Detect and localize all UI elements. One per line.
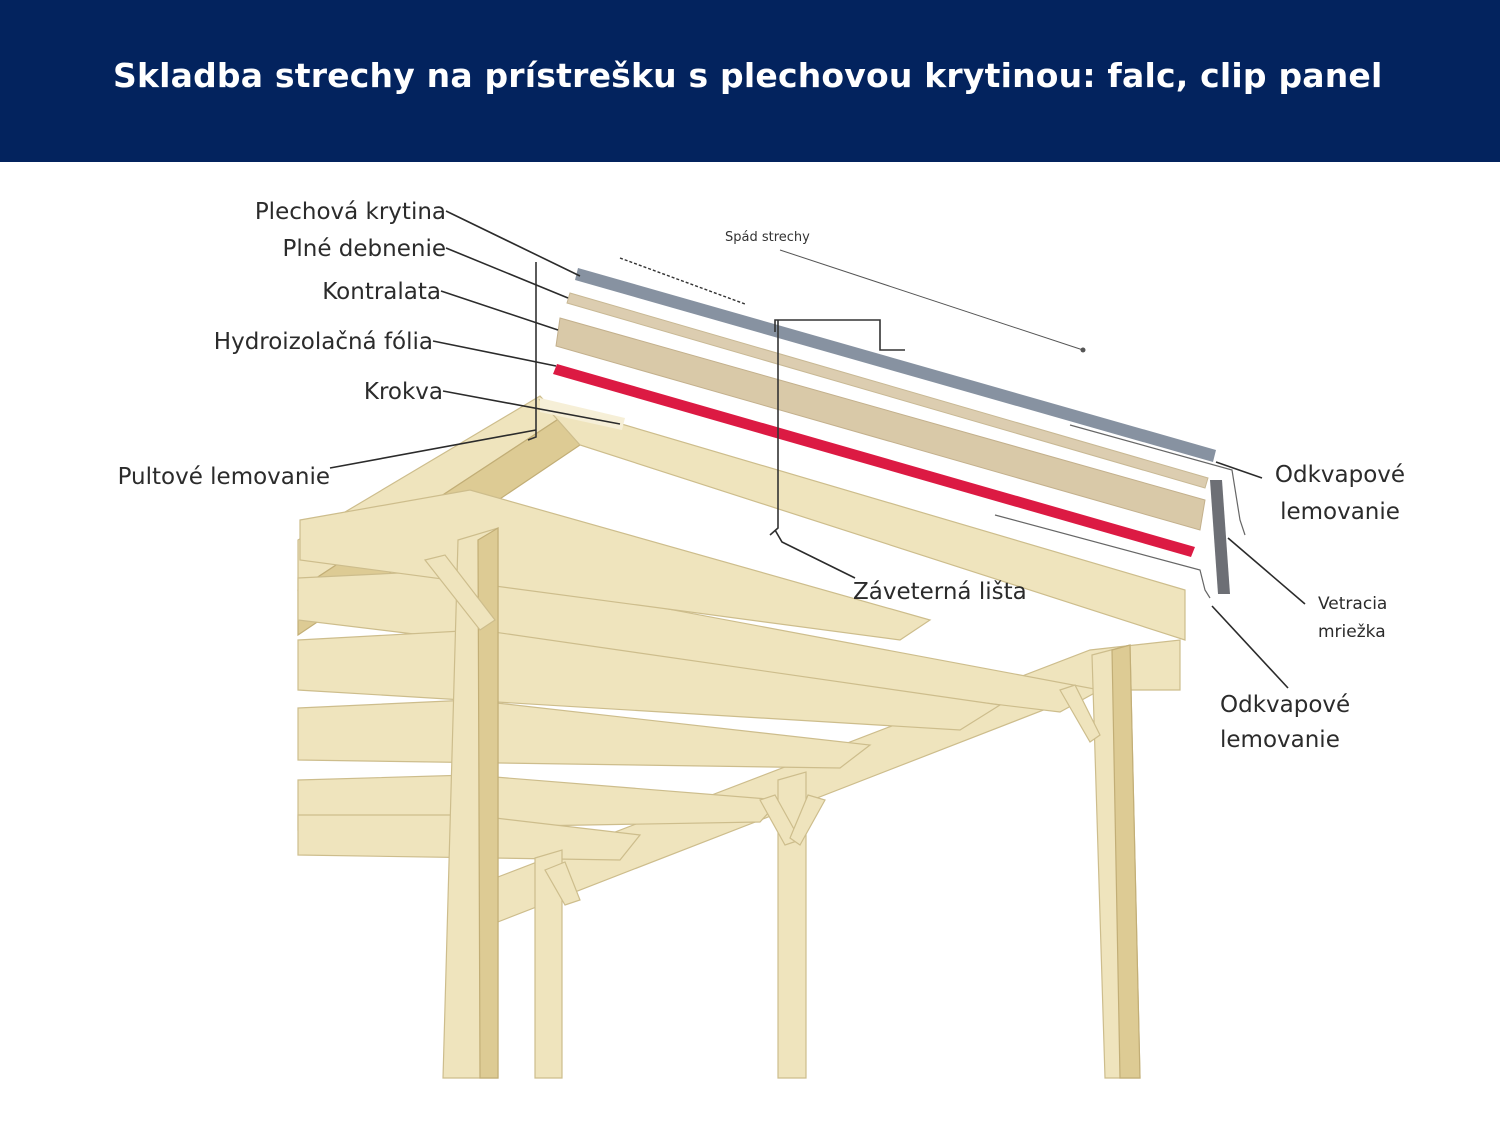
counter-batten-layer bbox=[555, 317, 1206, 531]
slope-dashed-line bbox=[619, 257, 746, 305]
label-odkvapove-lemovanie-1-line2: lemovanie bbox=[1280, 499, 1400, 525]
label-kontralata: Kontralata bbox=[322, 279, 441, 305]
roof-layers bbox=[527, 262, 1246, 599]
eaves-flashing-piece bbox=[1210, 480, 1230, 594]
leader-plne-debnenie bbox=[445, 247, 569, 299]
leader-vetracia-mriezka bbox=[1227, 537, 1306, 605]
label-pultove-lemovanie: Pultové lemovanie bbox=[118, 464, 330, 490]
label-odkvapove-lemovanie-2-line1: Odkvapové bbox=[1220, 692, 1350, 718]
label-zaveterna-lista: Záveterná lišta bbox=[853, 579, 1027, 605]
rafter-main bbox=[538, 398, 1186, 641]
post-front-left bbox=[534, 849, 563, 1079]
post-front-right-side bbox=[1111, 644, 1141, 1079]
leader-odkvapove-1 bbox=[1215, 461, 1263, 479]
label-plechova-krytina: Plechová krytina bbox=[255, 199, 446, 225]
labels: Plechová krytina Plné debnenie Kontralat… bbox=[118, 199, 1406, 753]
leader-plechova-krytina bbox=[445, 210, 581, 277]
eaves-flashing-1-profile bbox=[1069, 424, 1246, 536]
post-back-left-side bbox=[477, 526, 499, 1079]
label-hydroizolacna-folia: Hydroizolačná fólia bbox=[214, 329, 433, 355]
membrane-layer bbox=[553, 364, 1195, 557]
pergola-frame bbox=[297, 395, 1186, 1079]
label-spad-strechy: Spád strechy bbox=[725, 230, 810, 245]
metal-roofing-layer bbox=[575, 268, 1216, 462]
eaves-flashing-2-profile bbox=[994, 514, 1211, 599]
leader-kontralata bbox=[440, 290, 559, 331]
leader-zaveterna-lista bbox=[774, 529, 856, 579]
gable-trim-drop bbox=[769, 320, 779, 536]
label-odkvapove-lemovanie-2-line2: lemovanie bbox=[1220, 727, 1340, 753]
boarding-layer bbox=[566, 292, 1209, 489]
post-front-middle bbox=[777, 771, 807, 1079]
leader-lines bbox=[329, 210, 1306, 689]
ridge-flashing-profile bbox=[527, 262, 537, 441]
leader-spad-strechy bbox=[779, 249, 1084, 351]
rafter-top-end bbox=[540, 398, 625, 430]
spad-strechy-arrowhead bbox=[1080, 347, 1086, 353]
label-vetracia-mriezka-line1: Vetracia bbox=[1318, 594, 1387, 614]
label-krokva: Krokva bbox=[364, 379, 443, 405]
leader-krokva bbox=[442, 390, 621, 425]
rafter-4 bbox=[297, 699, 872, 769]
leader-odkvapove-2 bbox=[1211, 605, 1289, 689]
label-plne-debnenie: Plné debnenie bbox=[283, 236, 447, 262]
leader-hydroizolacna-folia bbox=[432, 340, 557, 367]
gable-trim-top bbox=[774, 319, 905, 351]
page-title: Skladba strechy na prístrešku s plechovo… bbox=[113, 56, 1383, 95]
brace-left bbox=[423, 554, 496, 631]
brace-right bbox=[1059, 684, 1101, 743]
rafter-7 bbox=[299, 489, 932, 641]
brace-middle-right bbox=[789, 794, 826, 846]
label-vetracia-mriezka-line2: mriežka bbox=[1318, 622, 1386, 642]
brace-front-left bbox=[544, 861, 581, 906]
header-banner: Skladba strechy na prístrešku s plechovo… bbox=[0, 0, 1500, 162]
label-odkvapove-lemovanie-1-line1: Odkvapové bbox=[1275, 462, 1405, 488]
leader-pultove-lemovanie bbox=[329, 429, 537, 469]
